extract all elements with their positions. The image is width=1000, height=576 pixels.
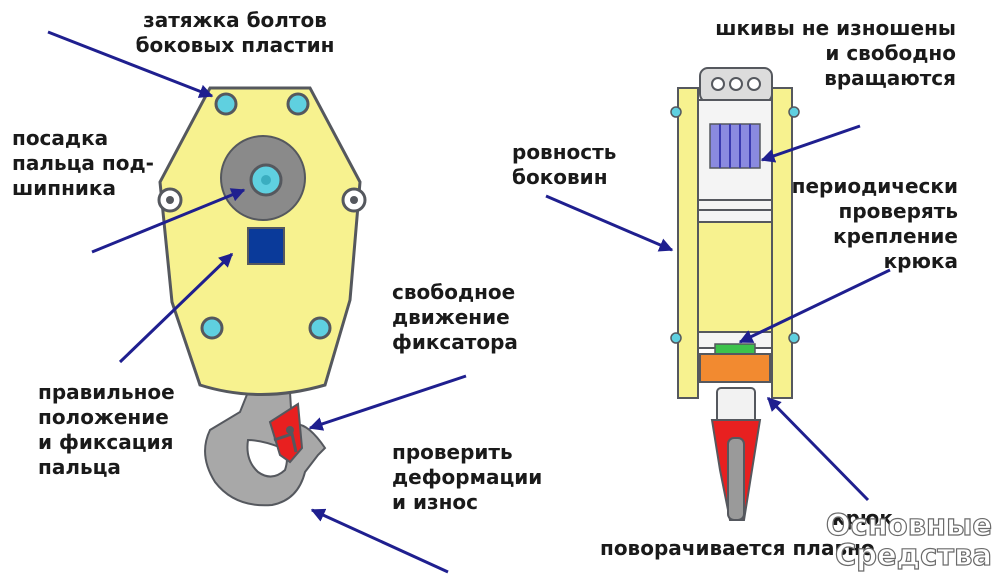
side-body xyxy=(697,221,773,333)
hook-mount-collar xyxy=(699,353,771,383)
hook-mount-pad xyxy=(714,343,756,355)
label-side-plate-bolts-text: затяжка болтов боковых пластин xyxy=(135,8,335,57)
label-hook-mount-text: периодически проверять крепление крюка xyxy=(791,174,958,273)
bolt-icon xyxy=(308,316,332,340)
bolt-icon xyxy=(200,316,224,340)
label-side-evenness-text: ровность боковин xyxy=(512,140,617,189)
bolt-icon xyxy=(214,92,238,116)
label-sheaves-wear-text: шкивы не изношены и свободно вращаются xyxy=(715,16,956,90)
arrow-hook-mount xyxy=(738,268,891,344)
label-pin-position-text: правильное положение и фиксация пальца xyxy=(38,380,175,479)
side-lug-right xyxy=(341,187,367,213)
side-lug-left xyxy=(157,187,183,213)
arrow-side-plate-bolts xyxy=(47,30,214,98)
side-plate-right xyxy=(771,87,793,399)
label-side-plate-bolts: затяжка болтов боковых пластин xyxy=(120,8,350,58)
bolt-icon xyxy=(286,92,310,116)
label-hook-rotates-1: крюк xyxy=(832,506,893,531)
label-hook-rotates-2-text: поворачивается плавно xyxy=(600,536,875,560)
label-check-deformation-text: проверить деформации и износ xyxy=(392,440,543,514)
hook-block-side-view xyxy=(670,67,800,521)
label-check-deformation: проверить деформации и износ xyxy=(392,440,542,515)
arrow-pin-position xyxy=(118,252,234,364)
label-bearing-pin: посадка пальца под- шипника xyxy=(12,126,154,201)
arrow-side-evenness xyxy=(545,194,674,252)
pin-fixation-plate xyxy=(247,227,285,265)
label-side-evenness: ровность боковин xyxy=(512,140,616,190)
label-pin-position: правильное положение и фиксация пальца xyxy=(38,380,175,480)
arrow-bearing-pin xyxy=(91,188,246,254)
label-sheaves-wear: шкивы не изношены и свободно вращаются xyxy=(690,16,956,91)
sheaves xyxy=(709,123,761,169)
watermark-line2: Средства xyxy=(834,538,992,572)
arrow-latch xyxy=(308,374,467,431)
arrow-hook-rotation xyxy=(766,396,870,502)
label-latch-movement-text: свободное движение фиксатора xyxy=(392,280,518,354)
pointer-arrows xyxy=(47,30,891,574)
arrow-sheaves xyxy=(760,124,861,163)
label-latch-movement: свободное движение фиксатора xyxy=(392,280,518,355)
label-bearing-pin-text: посадка пальца под- шипника xyxy=(12,126,154,200)
hook-icon xyxy=(204,391,327,507)
watermark-line1: Основные xyxy=(825,508,992,542)
watermark-logo: Основные Средства xyxy=(812,508,992,572)
side-plate-left xyxy=(677,87,699,399)
arrow-deformation xyxy=(310,508,449,574)
label-hook-rotates-1-text: крюк xyxy=(832,506,893,530)
label-hook-mount: периодически проверять крепление крюка xyxy=(790,174,958,274)
label-hook-rotates-2: поворачивается плавно xyxy=(600,536,875,561)
